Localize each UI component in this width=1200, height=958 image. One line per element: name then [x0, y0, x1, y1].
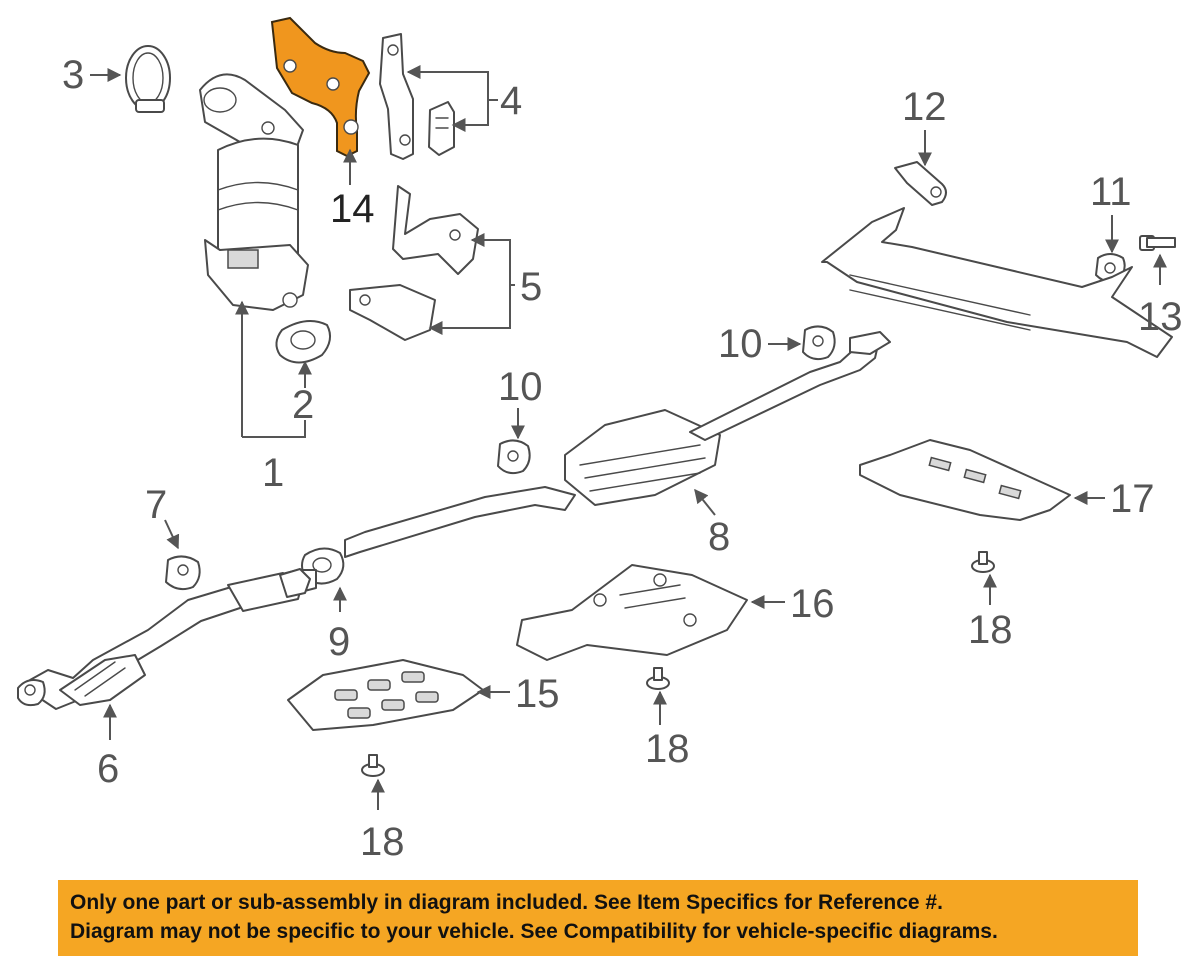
part-8-intermediate-pipe — [344, 331, 891, 558]
part-12-hanger — [894, 161, 947, 206]
part-6-front-pipe — [17, 568, 317, 710]
callout-15: 15 — [515, 672, 560, 716]
part-18-pin-c — [361, 754, 385, 777]
callout-16: 16 — [790, 582, 835, 626]
callout-10-rear: 10 — [718, 322, 763, 366]
part-15-heat-shield — [287, 659, 484, 731]
part-4-bracket — [379, 33, 455, 160]
part-14-bracket-highlighted — [270, 16, 371, 158]
part-13-bolt — [1139, 235, 1176, 251]
exhaust-system-diagram: 3 1 2 4 5 14 6 7 9 10 10 8 12 11 13 17 1… — [17, 16, 1183, 864]
callout-11: 11 — [1090, 170, 1132, 214]
callout-18-right: 18 — [968, 608, 1013, 652]
part-10-isolator-rear — [802, 325, 836, 361]
callout-1: 1 — [262, 451, 284, 495]
disclaimer-banner: Only one part or sub-assembly in diagram… — [58, 880, 1138, 956]
callout-6: 6 — [97, 747, 119, 791]
callout-18-middle: 18 — [645, 727, 690, 771]
part-18-pin-a — [971, 551, 995, 573]
part-18-pin-b — [646, 667, 670, 690]
callout-2: 2 — [292, 383, 314, 427]
callout-8: 8 — [708, 515, 730, 559]
callout-17: 17 — [1110, 477, 1155, 521]
disclaimer-line-1: Only one part or sub-assembly in diagram… — [70, 891, 943, 914]
callout-7: 7 — [145, 483, 167, 527]
callout-3: 3 — [62, 53, 84, 97]
callout-14: 14 — [330, 187, 375, 231]
callout-9: 9 — [328, 620, 350, 664]
callout-10-front: 10 — [498, 365, 543, 409]
callout-13: 13 — [1138, 295, 1183, 339]
part-2-gasket — [275, 320, 332, 364]
callout-4: 4 — [500, 79, 522, 123]
callout-18-left: 18 — [360, 820, 405, 864]
part-17-heat-shield — [859, 439, 1071, 521]
rear-muffler — [821, 207, 1173, 358]
part-16-heat-shield — [516, 564, 748, 661]
callout-12: 12 — [902, 85, 947, 129]
callout-5: 5 — [520, 265, 542, 309]
part-1-catalytic-converter — [199, 73, 309, 311]
part-7-isolator — [165, 555, 201, 591]
disclaimer-line-2: Diagram may not be specific to your vehi… — [70, 920, 998, 943]
leader-lines — [90, 65, 1167, 810]
part-10-isolator-front — [497, 439, 531, 475]
part-3-clamp — [125, 45, 171, 113]
